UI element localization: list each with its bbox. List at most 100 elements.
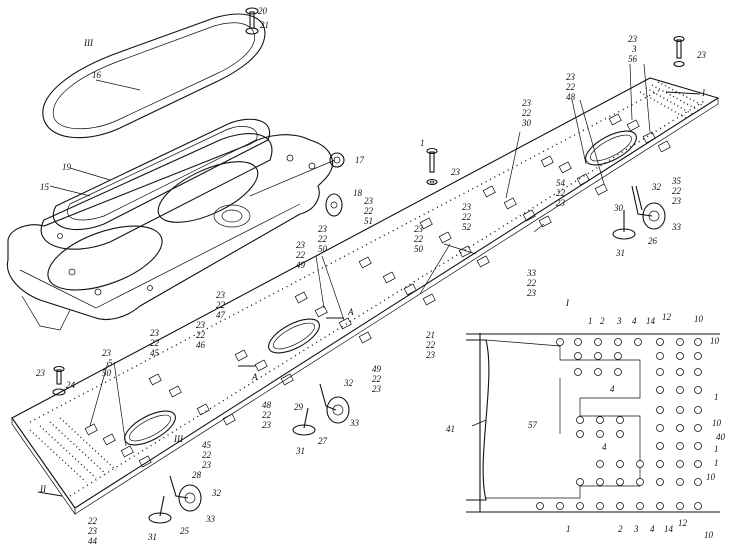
label-g33-22: 22 xyxy=(527,278,537,288)
label-18: 18 xyxy=(353,188,363,198)
label-g45-45: 45 xyxy=(150,348,160,358)
detail-label-1a: 1 xyxy=(588,316,593,326)
detail-label-14a: 14 xyxy=(646,316,656,326)
label-g44-22: 22 xyxy=(88,516,98,526)
label-g47-47: 47 xyxy=(216,310,226,320)
label-g50b-22: 22 xyxy=(414,234,424,244)
label-g49b-49: 49 xyxy=(372,364,382,374)
label-g50c-50: 50 xyxy=(318,244,328,254)
bolt-23-right xyxy=(673,35,685,68)
label-23-g1: 23 xyxy=(672,196,682,206)
detail-label-4b: 4 xyxy=(610,384,615,394)
label-g54-23b: 23 xyxy=(556,198,566,208)
label-g46-23: 23 xyxy=(196,320,206,330)
label-35: 35 xyxy=(671,176,682,186)
label-23-b: 23 xyxy=(697,50,707,60)
detail-label-10a: 10 xyxy=(694,314,704,324)
label-g50-23: 23 xyxy=(522,98,532,108)
detail-label-4a: 4 xyxy=(632,316,637,326)
view-mark-i-detail: I xyxy=(565,298,570,308)
label-g47-22: 22 xyxy=(216,300,226,310)
label-g50c-22: 22 xyxy=(318,234,328,244)
label-g49b-23: 23 xyxy=(372,384,382,394)
label-1: 1 xyxy=(420,138,425,148)
label-23-top: 23 xyxy=(451,167,461,177)
label-g46-46: 46 xyxy=(196,340,206,350)
label-g46-22: 22 xyxy=(196,330,206,340)
label-21: 21 xyxy=(260,20,269,30)
label-g50c-23: 23 xyxy=(318,224,328,234)
label-g52-22: 22 xyxy=(462,212,472,222)
label-g49-23: 23 xyxy=(296,240,306,250)
section-mark-a1: A xyxy=(347,307,354,317)
label-26: 26 xyxy=(648,236,658,246)
housing-assembly xyxy=(6,7,345,331)
label-g49-22: 22 xyxy=(296,250,306,260)
label-28: 28 xyxy=(192,470,202,480)
section-mark-a2: A xyxy=(251,372,258,382)
bracket-middle xyxy=(292,383,350,436)
label-19: 19 xyxy=(62,162,72,172)
detail-label-14e: 14 xyxy=(664,524,674,534)
label-30-right: 30 xyxy=(613,203,624,213)
label-g21-21: 21 xyxy=(426,330,435,340)
label-g47-23: 23 xyxy=(216,290,226,300)
label-g54-54: 54 xyxy=(556,178,566,188)
label-g50-30: 30 xyxy=(521,118,532,128)
bolt-1 xyxy=(426,147,438,186)
label-32-mid: 32 xyxy=(343,378,354,388)
detail-label-4e: 4 xyxy=(650,524,655,534)
label-27: 27 xyxy=(318,436,328,446)
label-22-g1: 22 xyxy=(672,186,682,196)
label-g50-22: 22 xyxy=(522,108,532,118)
label-g51-51: 51 xyxy=(364,216,373,226)
label-25: 25 xyxy=(180,526,190,536)
detail-rivets xyxy=(536,338,702,510)
detail-view-i xyxy=(466,333,720,513)
label-23-left: 23 xyxy=(36,368,46,378)
label-g44-44: 44 xyxy=(88,536,98,545)
label-g49-49: 49 xyxy=(296,260,306,270)
label-g45b-23: 23 xyxy=(202,460,212,470)
label-g50b-50: 50 xyxy=(414,244,424,254)
label-g52-52: 52 xyxy=(462,222,472,232)
label-56: 56 xyxy=(628,54,638,64)
detail-label-12e: 12 xyxy=(678,518,688,528)
view-mark-i: I xyxy=(701,88,706,98)
label-g54-22: 22 xyxy=(566,82,576,92)
detail-label-2a: 2 xyxy=(600,316,605,326)
label-g54-22b: 22 xyxy=(556,188,566,198)
label-g21-23: 23 xyxy=(426,350,436,360)
label-29: 29 xyxy=(294,402,304,412)
detail-label-1c: 1 xyxy=(714,444,719,454)
label-15: 15 xyxy=(40,182,50,192)
label-g50b-23: 23 xyxy=(414,224,424,234)
view-mark-ii: II xyxy=(39,484,47,494)
label-g45b-22: 22 xyxy=(202,450,212,460)
label-g45-22: 22 xyxy=(150,338,160,348)
label-g48-23: 23 xyxy=(262,420,272,430)
label-23-a: 23 xyxy=(628,34,638,44)
label-32-left: 32 xyxy=(211,488,222,498)
label-g45-23: 23 xyxy=(150,328,160,338)
label-16: 16 xyxy=(92,70,102,80)
label-g54-48: 48 xyxy=(566,92,576,102)
label-g33-23: 23 xyxy=(527,288,537,298)
detail-label-1b: 1 xyxy=(714,392,719,402)
view-mark-iii-plate: III xyxy=(173,434,184,444)
detail-label-1d: 1 xyxy=(714,458,719,468)
label-17: 17 xyxy=(355,155,365,165)
detail-label-10b: 10 xyxy=(710,336,720,346)
label-33-right: 33 xyxy=(671,222,682,232)
detail-label-4c: 4 xyxy=(602,442,607,452)
label-g52-23: 23 xyxy=(462,202,472,212)
label-g2350-23: 23 xyxy=(102,348,112,358)
bracket-right xyxy=(612,185,666,240)
detail-label-41: 41 xyxy=(446,424,455,434)
view-mark-iii-top: III xyxy=(83,38,94,48)
main-plate xyxy=(11,77,720,516)
label-g54-23: 23 xyxy=(566,72,576,82)
detail-label-12a: 12 xyxy=(662,312,672,322)
